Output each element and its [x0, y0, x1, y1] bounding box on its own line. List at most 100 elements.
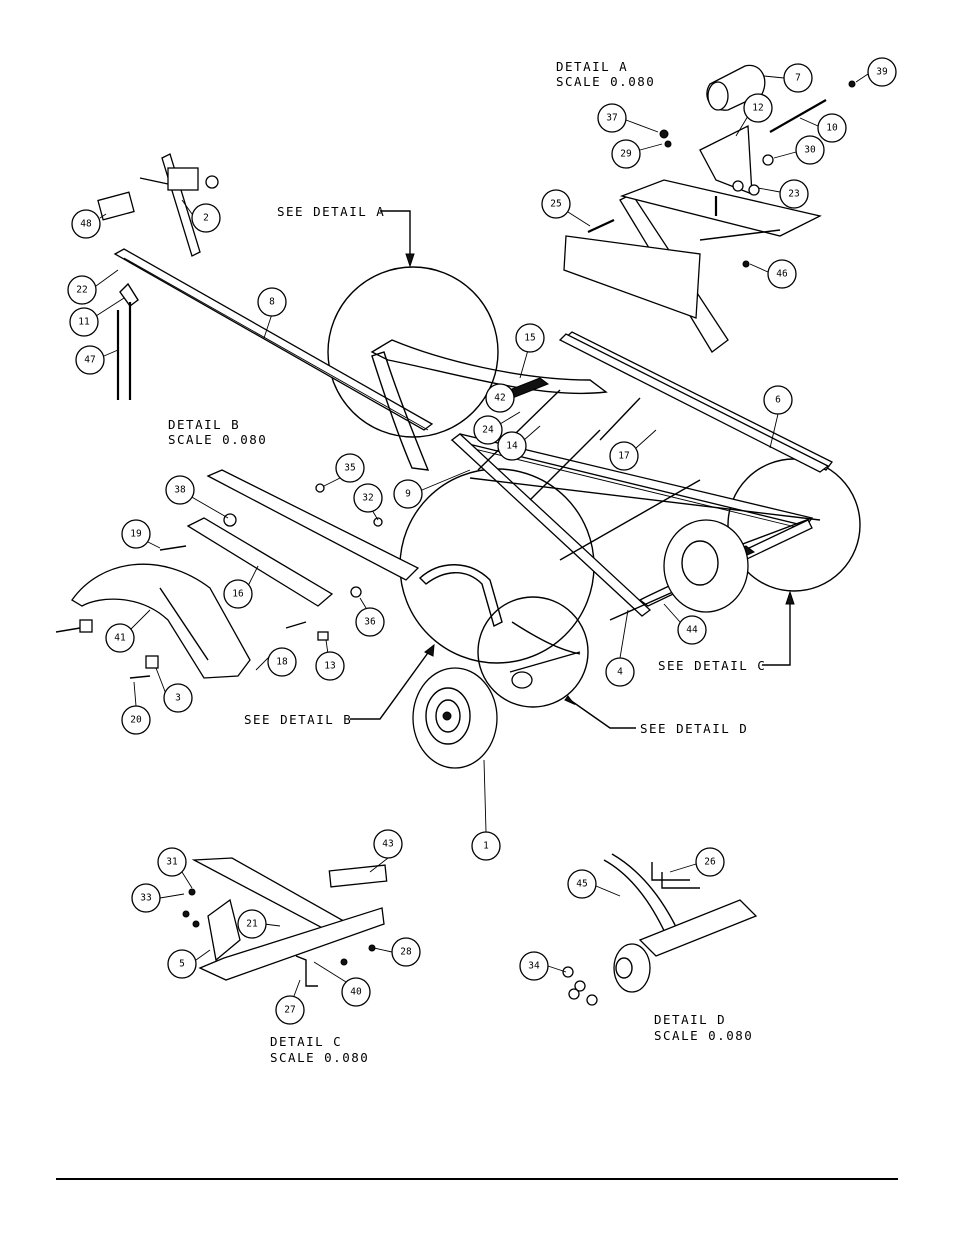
callout-24: 24 [473, 411, 521, 445]
callout-30: 30 [773, 135, 825, 165]
roller-bracket [699, 124, 753, 195]
callout-13: 13 [315, 639, 345, 681]
callout-35-label: 35 [344, 463, 355, 474]
detail-d-title: DETAIL D [654, 1012, 726, 1027]
see-detail-c-text: SEE DETAIL C [658, 658, 766, 673]
callout-18: 18 [255, 647, 297, 677]
callout-16: 16 [223, 565, 259, 609]
winch-post [371, 351, 430, 471]
callouts: 1 2 3 4 5 6 7 8 9 10 11 12 13 14 15 16 1… [67, 57, 897, 1025]
callout-24-label: 24 [482, 425, 494, 436]
callout-25-label: 25 [550, 199, 561, 210]
detail-b-title: DETAIL B [168, 417, 240, 432]
see-detail-d-text: SEE DETAIL D [640, 721, 748, 736]
callout-2-label: 2 [203, 213, 209, 224]
callout-8-label: 8 [269, 297, 275, 308]
callout-15-label: 15 [524, 333, 535, 344]
callout-2: 2 [181, 199, 221, 233]
see-detail-a-ref: SEE DETAIL A [277, 204, 415, 268]
step-pad [328, 864, 388, 888]
see-detail-b-text: SEE DETAIL B [244, 712, 352, 727]
callout-36: 36 [355, 597, 385, 637]
detail-b-title-block: DETAIL B SCALE 0.080 [168, 417, 267, 447]
callout-6-label: 6 [775, 395, 781, 406]
callout-6: 6 [763, 385, 793, 449]
axle-d [638, 899, 758, 957]
callout-21: 21 [237, 909, 281, 939]
callout-10: 10 [799, 113, 847, 143]
detail-d-parts [562, 853, 758, 1006]
callout-13-label: 13 [324, 661, 335, 672]
callout-40: 40 [313, 961, 371, 1007]
detail-d-title-block: DETAIL D SCALE 0.080 [654, 1012, 753, 1043]
detail-c-scale: SCALE 0.080 [270, 1050, 369, 1065]
callout-23: 23 [757, 179, 809, 209]
see-detail-a-text: SEE DETAIL A [277, 204, 385, 219]
callout-15: 15 [515, 323, 545, 379]
callout-16-label: 16 [232, 589, 244, 600]
callout-47-label: 47 [84, 355, 95, 366]
callout-10-label: 10 [826, 123, 838, 134]
jack-assembly [97, 191, 135, 221]
callout-44-label: 44 [686, 625, 698, 636]
callout-28: 28 [373, 937, 421, 967]
callout-28-label: 28 [400, 947, 412, 958]
callout-36-label: 36 [364, 617, 376, 628]
callout-45: 45 [567, 869, 621, 899]
callout-17-label: 17 [618, 451, 629, 462]
callout-35: 35 [323, 453, 365, 487]
front-wheel [412, 667, 498, 769]
callout-32: 32 [353, 483, 383, 521]
callout-37: 37 [597, 103, 659, 133]
callout-46-label: 46 [776, 269, 788, 280]
bracket-c [207, 898, 241, 962]
detail-b-parts [55, 469, 420, 679]
detail-a-circle [327, 266, 499, 438]
detail-c-parts [182, 857, 388, 987]
callout-40-label: 40 [350, 987, 362, 998]
callout-46: 46 [749, 259, 797, 289]
see-detail-b-ref: SEE DETAIL B [244, 643, 435, 727]
callout-48-label: 48 [80, 219, 92, 230]
detail-d-scale: SCALE 0.080 [654, 1028, 753, 1043]
callout-14: 14 [497, 425, 541, 461]
callout-29: 29 [611, 139, 663, 169]
callout-33-label: 33 [140, 893, 151, 904]
callout-19-label: 19 [130, 529, 142, 540]
callout-12-label: 12 [752, 103, 763, 114]
callout-39: 39 [855, 57, 897, 87]
callout-7-label: 7 [795, 73, 801, 84]
detail-b-scale: SCALE 0.080 [168, 432, 267, 447]
detail-a-scale: SCALE 0.080 [556, 74, 655, 89]
fender-bracket [186, 517, 334, 607]
detail-a-title-block: DETAIL A SCALE 0.080 [556, 59, 655, 89]
callout-31: 31 [157, 847, 193, 889]
callout-23-label: 23 [788, 189, 799, 200]
callout-48: 48 [71, 209, 107, 239]
callout-14-label: 14 [506, 441, 518, 452]
callout-38-label: 38 [174, 485, 186, 496]
callout-38: 38 [165, 475, 229, 519]
callout-5: 5 [167, 949, 211, 979]
callout-32-label: 32 [362, 493, 373, 504]
callout-27-label: 27 [284, 1005, 295, 1016]
callout-22: 22 [67, 269, 119, 305]
callout-26-label: 26 [704, 857, 716, 868]
callout-17: 17 [609, 429, 657, 471]
callout-22-label: 22 [76, 285, 87, 296]
callout-5-label: 5 [179, 959, 185, 970]
detail-d-circle [477, 596, 589, 708]
callout-20: 20 [121, 681, 151, 735]
callout-4-label: 4 [617, 667, 623, 678]
rear-wheel [663, 519, 749, 613]
callout-42: 42 [485, 383, 515, 413]
callout-37-label: 37 [606, 113, 617, 124]
callout-19: 19 [121, 519, 161, 549]
callout-11-label: 11 [78, 317, 90, 328]
detail-a-parts [563, 64, 856, 353]
callout-21-label: 21 [246, 919, 258, 930]
bunk-board-b [206, 469, 420, 581]
fender-main [418, 564, 503, 628]
callout-43-label: 43 [382, 839, 393, 850]
callout-39-label: 39 [876, 67, 888, 78]
